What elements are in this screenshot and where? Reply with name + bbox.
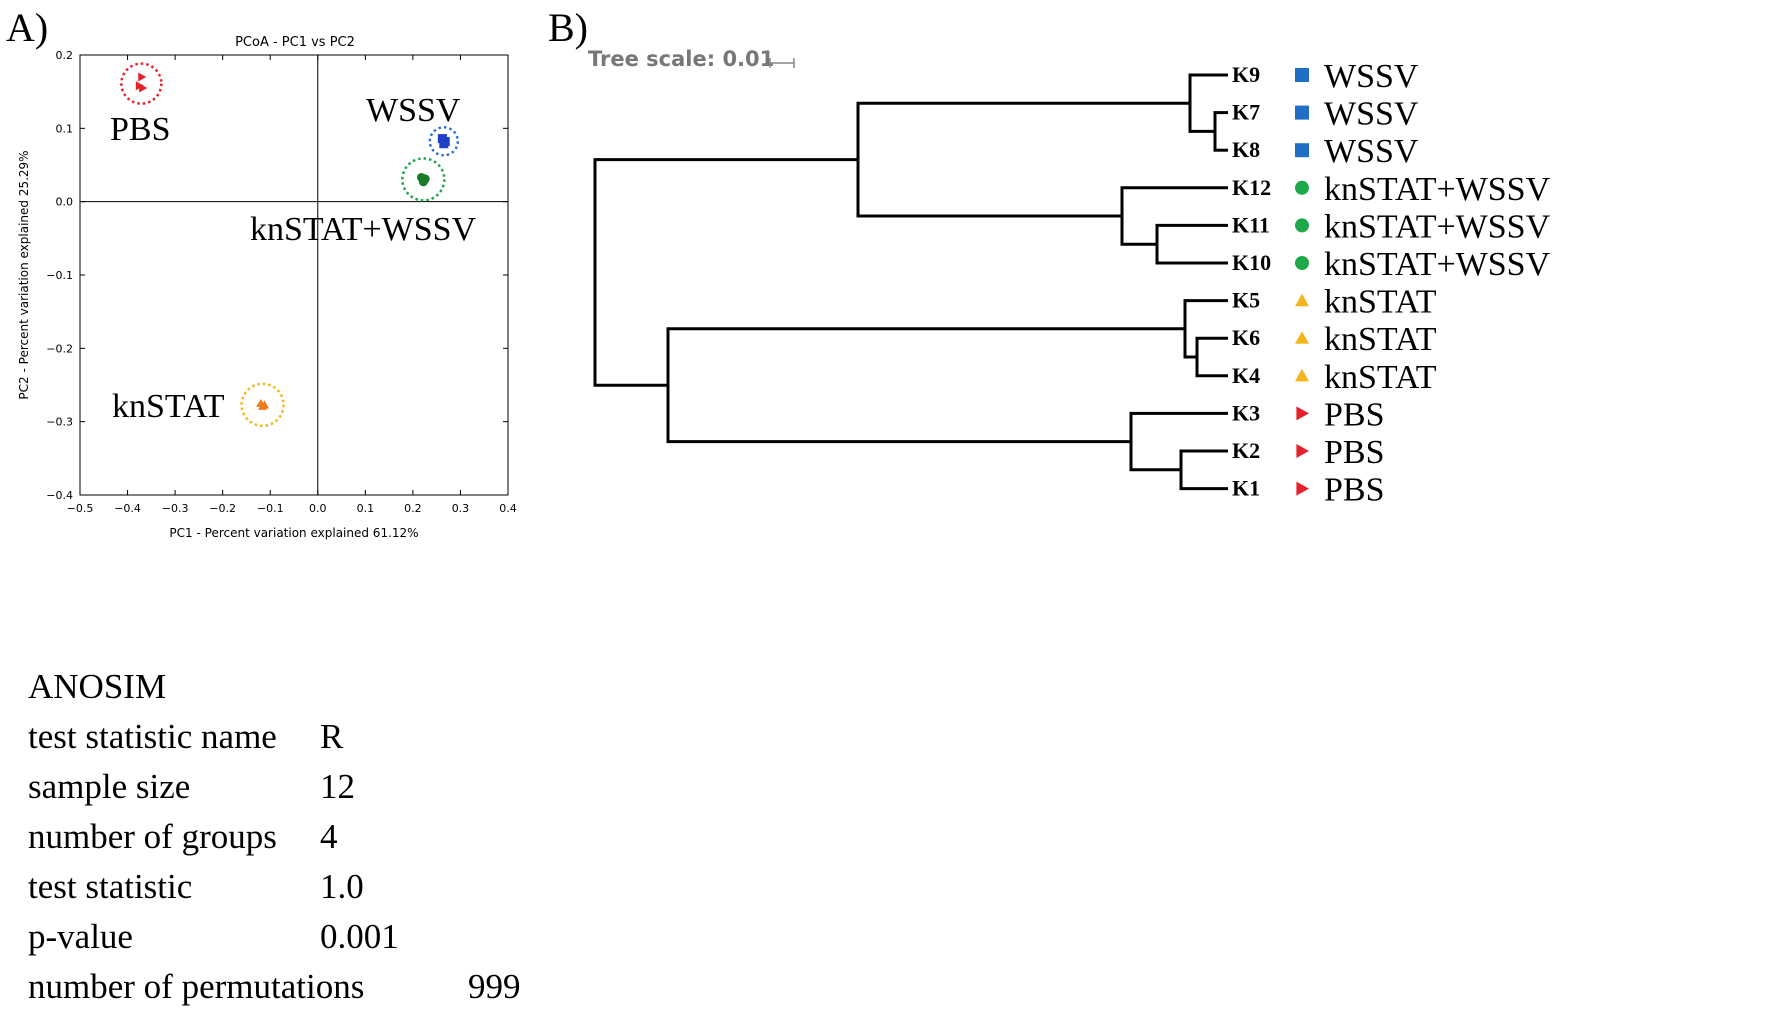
anosim-key: sample size	[28, 767, 191, 806]
anosim-value: 4	[320, 817, 338, 856]
x-tick-label: −0.1	[257, 502, 284, 515]
anosim-value: 12	[320, 767, 355, 806]
anosim-table: ANOSIM test statistic name R sample size…	[28, 662, 628, 1012]
group-ellipse	[428, 126, 460, 157]
leaf-group-label: WSSV	[1324, 96, 1419, 133]
anosim-row: sample size 12	[28, 762, 628, 812]
x-tick-label: 0.2	[404, 502, 422, 515]
leaf-group-marker	[1295, 218, 1309, 233]
leaf-group-label: knSTAT	[1324, 359, 1437, 396]
leaf-group-marker	[1295, 331, 1309, 344]
leaf-id-label: K12	[1232, 175, 1271, 200]
leaf-id-label: K4	[1232, 363, 1260, 388]
leaf-group-label: WSSV	[1324, 58, 1419, 95]
anosim-value: 1.0	[320, 867, 364, 906]
panel-a-label: A)	[6, 5, 49, 50]
y-tick-label: −0.2	[46, 342, 73, 355]
y-tick-label: 0.0	[56, 196, 74, 209]
x-tick-label: −0.5	[67, 502, 94, 515]
anosim-row: p-value 0.001	[28, 912, 628, 962]
data-point	[258, 401, 268, 410]
anosim-row: number of permutations 999	[28, 962, 628, 1012]
y-axis-label: PC2 - Percent variation explained 25.29%	[17, 150, 31, 399]
leaf-id-label: K2	[1232, 438, 1260, 463]
leaf-group-label: knSTAT+WSSV	[1324, 246, 1551, 283]
anosim-value: 0.001	[320, 917, 399, 956]
leaf-group-marker	[1295, 68, 1309, 82]
leaf-id-label: K10	[1232, 250, 1271, 275]
anosim-key: test statistic name	[28, 717, 277, 756]
leaf-group-label: knSTAT+WSSV	[1324, 171, 1551, 208]
anosim-key: number of permutations	[28, 967, 365, 1006]
x-tick-label: 0.0	[309, 502, 327, 515]
anosim-value: 999	[468, 967, 521, 1006]
leaf-group-marker	[1295, 143, 1309, 158]
panel-b-label: B)	[548, 5, 588, 50]
group-ellipse	[240, 382, 285, 428]
data-point	[439, 139, 449, 149]
leaf-group-label: PBS	[1324, 434, 1385, 471]
leaf-group-label: knSTAT	[1324, 284, 1437, 321]
leaf-group-label: knSTAT	[1324, 321, 1437, 358]
leaf-group-label: knSTAT+WSSV	[1324, 208, 1551, 245]
leaf-group-marker	[1296, 406, 1309, 421]
anosim-key: number of groups	[28, 817, 277, 856]
y-tick-label: −0.4	[46, 489, 73, 502]
tree-scale-label: Tree scale: 0.01	[588, 47, 774, 71]
x-tick-label: 0.3	[452, 502, 470, 515]
leaf-id-label: K8	[1232, 137, 1260, 162]
group-label: WSSV	[366, 92, 461, 129]
y-tick-label: −0.1	[46, 269, 73, 282]
group-ellipse	[401, 157, 446, 202]
plot-title: PCoA - PC1 vs PC2	[235, 35, 355, 50]
x-tick-label: 0.1	[357, 502, 375, 515]
leaf-id-label: K1	[1232, 476, 1260, 501]
leaf-group-marker	[1296, 444, 1309, 458]
y-tick-label: 0.2	[56, 49, 74, 62]
anosim-value: R	[320, 717, 344, 756]
x-tick-label: 0.4	[499, 502, 517, 515]
leaf-group-label: WSSV	[1324, 133, 1419, 170]
leaf-id-label: K6	[1232, 325, 1260, 350]
y-tick-label: −0.3	[46, 416, 73, 429]
x-tick-label: −0.4	[114, 502, 141, 515]
leaf-group-label: PBS	[1324, 472, 1385, 509]
leaf-group-marker	[1295, 368, 1309, 382]
leaf-group-marker	[1295, 293, 1309, 307]
data-point	[138, 72, 147, 82]
data-point	[139, 83, 148, 93]
leaf-id-label: K5	[1232, 288, 1260, 313]
anosim-row: number of groups 4	[28, 812, 628, 862]
anosim-row: test statistic name R	[28, 712, 628, 762]
group-label: knSTAT+WSSV	[250, 211, 477, 248]
leaf-group-marker	[1295, 180, 1309, 195]
anosim-key: p-value	[28, 917, 133, 956]
leaf-group-label: PBS	[1324, 396, 1385, 433]
leaf-id-label: K3	[1232, 400, 1260, 425]
leaf-id-label: K7	[1232, 100, 1260, 125]
group-label: PBS	[110, 111, 171, 148]
data-point	[418, 177, 428, 187]
leaf-id-label: K11	[1232, 212, 1270, 237]
leaf-group-marker	[1295, 105, 1309, 120]
group-ellipse	[120, 62, 163, 105]
group-label: knSTAT	[112, 388, 225, 425]
leaf-id-label: K9	[1232, 62, 1260, 87]
anosim-row: test statistic 1.0	[28, 862, 628, 912]
anosim-title: ANOSIM	[28, 667, 167, 706]
leaf-group-marker	[1296, 481, 1309, 496]
x-axis-label: PC1 - Percent variation explained 61.12%	[169, 526, 418, 540]
y-tick-label: 0.1	[56, 122, 74, 135]
x-tick-label: −0.2	[209, 502, 236, 515]
x-tick-label: −0.3	[162, 502, 189, 515]
anosim-key: test statistic	[28, 867, 193, 906]
leaf-group-marker	[1295, 256, 1309, 270]
